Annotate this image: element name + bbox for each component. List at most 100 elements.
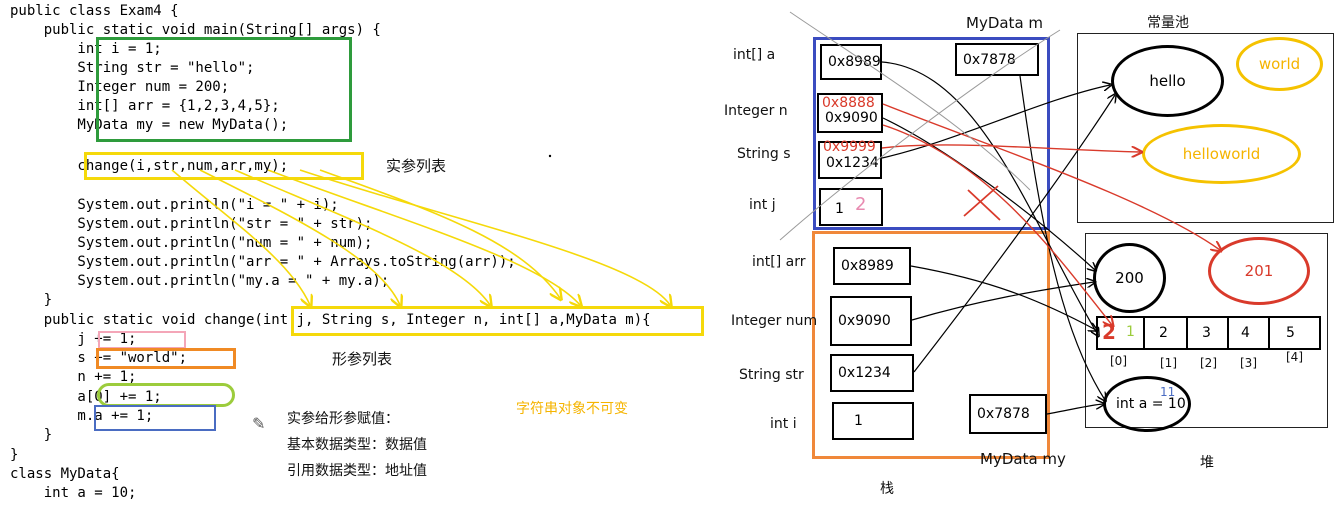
stray-dot <box>548 154 552 158</box>
stmt-s-box <box>96 348 236 369</box>
arrow-num-to-200 <box>911 282 1094 321</box>
code-line: System.out.println("num = " + num); <box>10 235 373 251</box>
slot-i: 1 <box>832 402 914 440</box>
mydata-my-label: MyData my <box>980 450 1066 468</box>
immutable-note: 字符串对象不可变 <box>516 401 628 417</box>
var-label: int[] a <box>733 47 776 63</box>
stack-title: 栈 <box>880 481 894 497</box>
mydata-m-label: MyData m <box>966 14 1044 32</box>
arrow-my-to-object <box>1046 404 1103 415</box>
assign-rule-primitive: 基本数据类型：数据值 <box>287 437 427 453</box>
arrow-n-to-200 <box>882 117 1095 270</box>
code-line: a[0] += 1; <box>10 389 162 405</box>
slot-str: 0x1234 <box>830 354 914 392</box>
heap-title: 堆 <box>1200 455 1214 471</box>
code-line: } <box>10 292 53 308</box>
code-line: } <box>10 427 53 443</box>
code-line: class MyData{ <box>10 466 120 482</box>
array-value-old: 1 <box>1126 324 1135 340</box>
pool-world: world <box>1236 37 1323 91</box>
object-field-new: 11 <box>1160 385 1176 399</box>
code-line: public static void change(int j, String … <box>10 312 651 328</box>
code-line: public class Exam4 { <box>10 3 179 19</box>
pool-hello: hello <box>1111 45 1224 117</box>
slot-value: 1 <box>854 413 863 429</box>
slot-value: 0x1234 <box>838 365 891 381</box>
heap-array-cell: 5 <box>1268 316 1321 350</box>
slot-a: 0x8989 <box>820 44 882 80</box>
constant-pool-title: 常量池 <box>1147 15 1189 31</box>
heap-integer-200-text: 200 <box>1115 269 1144 287</box>
code-line: } <box>10 447 19 463</box>
constant-pool-area <box>1077 33 1334 223</box>
code-line: public static void main(String[] args) { <box>10 22 381 38</box>
arrow-my-to-m <box>299 169 670 305</box>
reference-arrows <box>881 61 1115 415</box>
array-index: [4] <box>1286 350 1303 364</box>
arrow-guide <box>319 169 560 298</box>
arrow-arr-to-a <box>267 169 580 305</box>
arrow-n-to-201 <box>882 103 1220 250</box>
change-stack-frame <box>813 37 1050 230</box>
array-index: [0] <box>1110 354 1127 368</box>
slot-overwrite: 0x9999 <box>823 139 876 155</box>
var-label: String s <box>737 146 791 162</box>
connection-arrows <box>171 11 1340 415</box>
var-label: int j <box>749 197 776 213</box>
main-stack-frame <box>812 231 1050 459</box>
call-args-box <box>84 152 364 180</box>
var-label: String str <box>739 367 804 383</box>
code-line: n += 1; <box>10 369 137 385</box>
slot-value: 1 <box>835 201 844 217</box>
params-box <box>291 306 704 336</box>
actual-params-label: 实参列表 <box>386 157 447 175</box>
code-line: m.a += 1; <box>10 408 154 424</box>
code-line: int a = 10; <box>10 485 137 501</box>
array-index: [1] <box>1160 356 1177 370</box>
slot-overwrite: 0x8888 <box>822 95 875 111</box>
decorative-sketch-lines <box>779 11 1061 241</box>
slot-value: 0x7878 <box>963 51 1016 68</box>
slot-s: 0x1234 0x9999 <box>818 139 882 179</box>
slot-value: 0x8989 <box>841 258 894 274</box>
array-value: 3 <box>1202 325 1211 341</box>
main-locals-box <box>96 37 352 142</box>
slot-num: 0x9090 <box>830 296 912 346</box>
slot-value: 0x7878 <box>977 406 1030 422</box>
pool-helloworld: helloworld <box>1142 124 1301 184</box>
arrow-str-to-s <box>199 169 400 305</box>
array-value: 4 <box>1241 325 1250 341</box>
arrow-a-to-array <box>881 61 1098 335</box>
heap-integer-201-text: 201 <box>1244 262 1274 280</box>
assign-rule-reference: 引用数据类型：地址值 <box>287 463 427 479</box>
array-value: 2 <box>1159 325 1168 341</box>
pool-hello-text: hello <box>1149 72 1186 90</box>
cross-mark <box>963 185 1001 221</box>
array-value: 5 <box>1286 325 1295 341</box>
var-label: Integer num <box>731 313 818 329</box>
object-field-text: int a = 10 <box>1116 396 1186 412</box>
arrow-a-to-first <box>882 124 1112 325</box>
pool-world-text: world <box>1258 55 1301 73</box>
code-listing: public class Exam4 { public static void … <box>10 2 710 502</box>
slot-value: 0x9090 <box>838 313 891 329</box>
arrow-num-to-n <box>234 169 490 305</box>
new-reference-arrows <box>881 103 1220 325</box>
slot-value: 0x9090 <box>825 110 878 126</box>
slot-value: 0x1234 <box>826 155 879 171</box>
code-line: System.out.println("arr = " + Arrays.toS… <box>10 254 516 270</box>
arrow-i-to-j <box>171 169 310 305</box>
slot-j: 1 2 <box>819 188 883 226</box>
slot-overwrite: 2 <box>855 194 867 215</box>
code-line: System.out.println("str = " + str); <box>10 216 373 232</box>
arrow-m-to-object <box>1019 75 1105 400</box>
arrow-arr-to-array <box>910 265 1096 330</box>
array-index: [2] <box>1200 356 1217 370</box>
var-label: int[] arr <box>752 254 806 270</box>
pencil-icon: ✎ <box>252 414 266 433</box>
assign-rule-title: 实参给形参赋值： <box>287 411 399 427</box>
code-line: MyData my = new MyData(); <box>10 117 289 133</box>
heap-integer-201: 201 <box>1208 237 1310 305</box>
arrow-s-to-helloworld <box>881 144 1140 152</box>
heap-area <box>1085 233 1328 428</box>
